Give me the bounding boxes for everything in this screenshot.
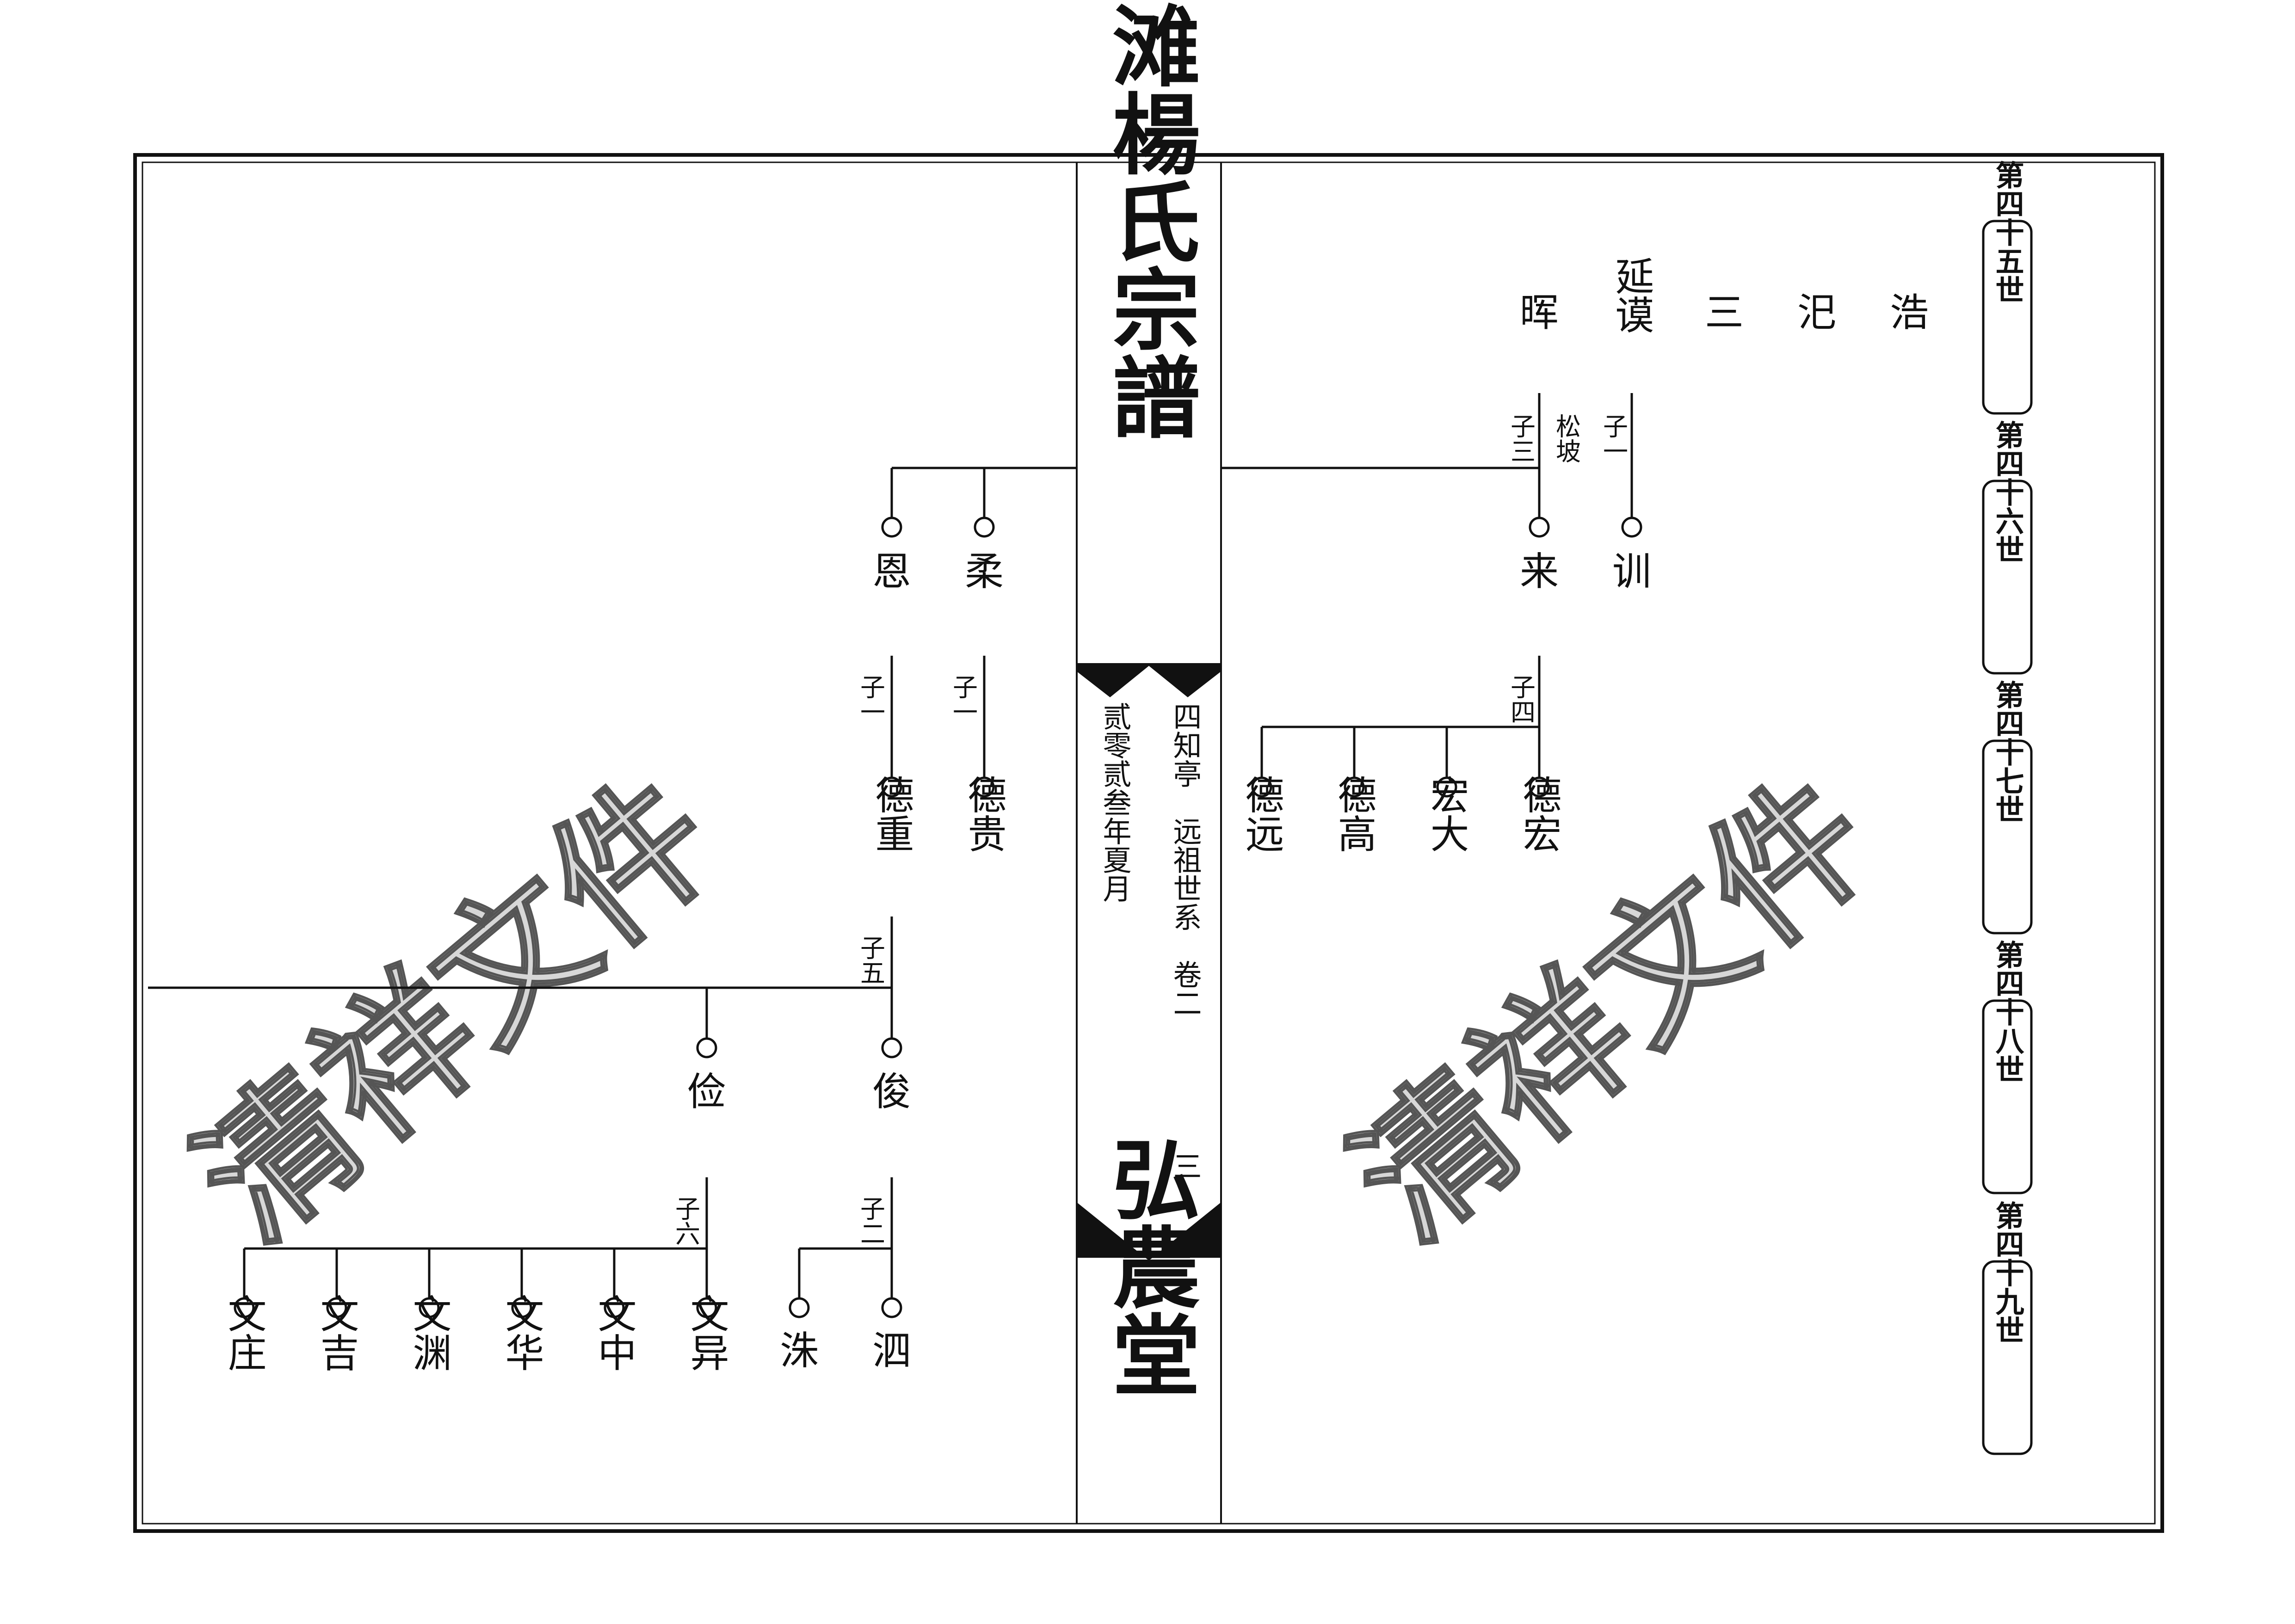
generation-label-48: 第四十八世 bbox=[1991, 940, 2024, 1083]
person-node bbox=[881, 517, 902, 538]
generation-badge-45 bbox=[1982, 220, 2033, 415]
person-name: 来 bbox=[1520, 549, 1559, 594]
person-node bbox=[1344, 776, 1365, 798]
generation-label-49: 第四十九世 bbox=[1991, 1201, 2024, 1344]
person-name: 文渊 bbox=[407, 1294, 452, 1372]
person-node bbox=[881, 1297, 902, 1318]
genealogy-title: 剑滩楊氏宗譜 bbox=[1098, 0, 1201, 440]
page-number: 三 bbox=[1168, 1151, 1202, 1180]
generation-badge-49 bbox=[1982, 1260, 2033, 1455]
print-date: 贰零贰叁年夏月 bbox=[1098, 702, 1132, 903]
child-count-note: 子五 bbox=[856, 935, 885, 985]
child-count-note: 子一 bbox=[1599, 413, 1628, 463]
person-node bbox=[1529, 517, 1550, 538]
person-node bbox=[974, 517, 995, 538]
child-count-note: 子一 bbox=[856, 674, 885, 724]
person-name: 俊 bbox=[872, 1069, 911, 1114]
courtesy-name-note: 松坡 bbox=[1552, 413, 1581, 463]
person-node bbox=[511, 1297, 532, 1318]
person-node bbox=[789, 1297, 810, 1318]
generation-badge-46 bbox=[1982, 480, 2033, 675]
person-name: 洙 bbox=[780, 1328, 819, 1373]
child-count-note: 子二 bbox=[856, 1196, 885, 1246]
person-name: 文吉 bbox=[314, 1294, 359, 1372]
generation-label-47: 第四十七世 bbox=[1991, 680, 2024, 824]
generation-badges: 第四十五世 第四十六世 第四十七世 第四十八世 第四十九世 bbox=[1982, 160, 2033, 1455]
person-name: 训 bbox=[1612, 549, 1651, 594]
person-name: 柔 bbox=[965, 549, 1004, 594]
person-name: 俭 bbox=[687, 1069, 726, 1114]
person-node bbox=[974, 776, 995, 798]
person-name: 文庄 bbox=[222, 1294, 267, 1372]
person-name: 德远 bbox=[1239, 775, 1284, 853]
watermark-left: 清祥文件 bbox=[164, 744, 747, 1273]
person-name: 德重 bbox=[869, 775, 914, 853]
person-node bbox=[881, 776, 902, 798]
generation-label-45: 第四十五世 bbox=[1991, 160, 2024, 304]
generation-badge-47 bbox=[1982, 739, 2033, 935]
child-count-note: 子一 bbox=[949, 674, 978, 724]
fish-tail-bottom bbox=[1077, 1202, 1221, 1261]
ancestor-name: 延谟 bbox=[1609, 256, 1654, 334]
person-node bbox=[234, 1297, 255, 1318]
child-count-note: 子六 bbox=[671, 1196, 700, 1246]
generation-badge-48 bbox=[1982, 999, 2033, 1194]
ancestor-name: 晖 bbox=[1520, 290, 1559, 335]
person-node bbox=[1529, 776, 1550, 798]
person-name: 文华 bbox=[499, 1294, 544, 1372]
ancestor-name: 浩 bbox=[1890, 290, 1929, 335]
outer-frame bbox=[133, 153, 2164, 1533]
person-name: 德宏 bbox=[1517, 775, 1562, 853]
person-node bbox=[1251, 776, 1272, 798]
person-node bbox=[604, 1297, 625, 1318]
ancestor-name: 三 bbox=[1705, 290, 1744, 335]
person-name: 文中 bbox=[592, 1294, 637, 1372]
child-count-note: 子三 bbox=[1506, 413, 1536, 463]
generation-label-46: 第四十六世 bbox=[1991, 420, 2024, 564]
person-node bbox=[1436, 776, 1457, 798]
person-node bbox=[696, 1037, 717, 1058]
person-node bbox=[881, 1037, 902, 1058]
person-node bbox=[326, 1297, 347, 1318]
volume-info: 四知亭 远祖世系 卷二 bbox=[1168, 702, 1202, 1017]
right-page-tree: 浩 汜 三 延谟 晖 子一 松坡 子三 训 来 子四 德宏 宏大 德高 德远 bbox=[1221, 256, 1929, 853]
left-page-tree: 柔 恩 子一 子一 德贵 德重 子五 俊 俭 子二 泗 洙 bbox=[148, 467, 1077, 1373]
person-name: 恩 bbox=[872, 549, 911, 594]
fish-tail-top bbox=[1077, 663, 1221, 697]
watermark-right: 清祥文件 bbox=[1320, 744, 1904, 1273]
ancestor-name: 汜 bbox=[1797, 290, 1836, 335]
person-name: 德高 bbox=[1332, 775, 1377, 853]
person-name: 泗 bbox=[872, 1328, 911, 1373]
person-name: 文异 bbox=[684, 1294, 729, 1372]
child-count-note: 子四 bbox=[1506, 674, 1536, 724]
person-name: 宏大 bbox=[1424, 775, 1469, 853]
person-name: 德贵 bbox=[962, 775, 1007, 853]
person-node bbox=[419, 1297, 440, 1318]
person-node bbox=[696, 1297, 717, 1318]
person-node bbox=[1621, 517, 1642, 538]
hall-name: 弘農堂 bbox=[1098, 1134, 1201, 1398]
inner-frame bbox=[142, 161, 2156, 1525]
